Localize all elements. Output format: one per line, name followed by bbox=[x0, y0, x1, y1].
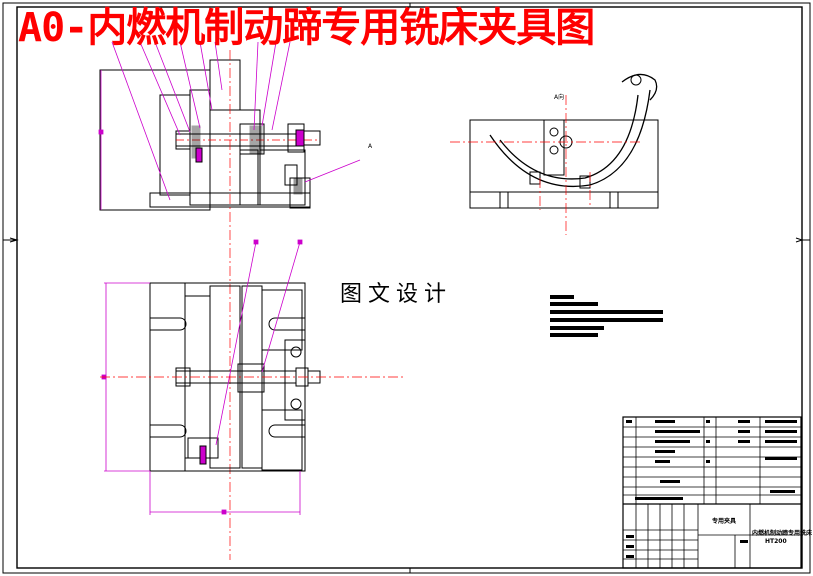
title-block-redacted-text bbox=[626, 420, 797, 558]
title-block-material: HT200 bbox=[765, 538, 787, 545]
title-block-drawing-name: 专用夹具 bbox=[712, 518, 737, 525]
title-block-part-name: 内燃机制动蹄专用铣床 bbox=[752, 530, 813, 537]
drawing-title: A0-内燃机制动蹄专用铣床夹具图 bbox=[18, 5, 595, 51]
technical-notes bbox=[550, 295, 663, 337]
front-view bbox=[99, 59, 321, 211]
arrow-a-label: A bbox=[368, 143, 373, 150]
front-view-leaders bbox=[98, 41, 361, 210]
section-a-label: A向 bbox=[554, 94, 565, 101]
top-view-leaders bbox=[101, 239, 303, 515]
title-block bbox=[622, 416, 802, 569]
watermark-text: 图文设计 bbox=[340, 282, 453, 307]
side-view-centerlines bbox=[450, 95, 640, 235]
